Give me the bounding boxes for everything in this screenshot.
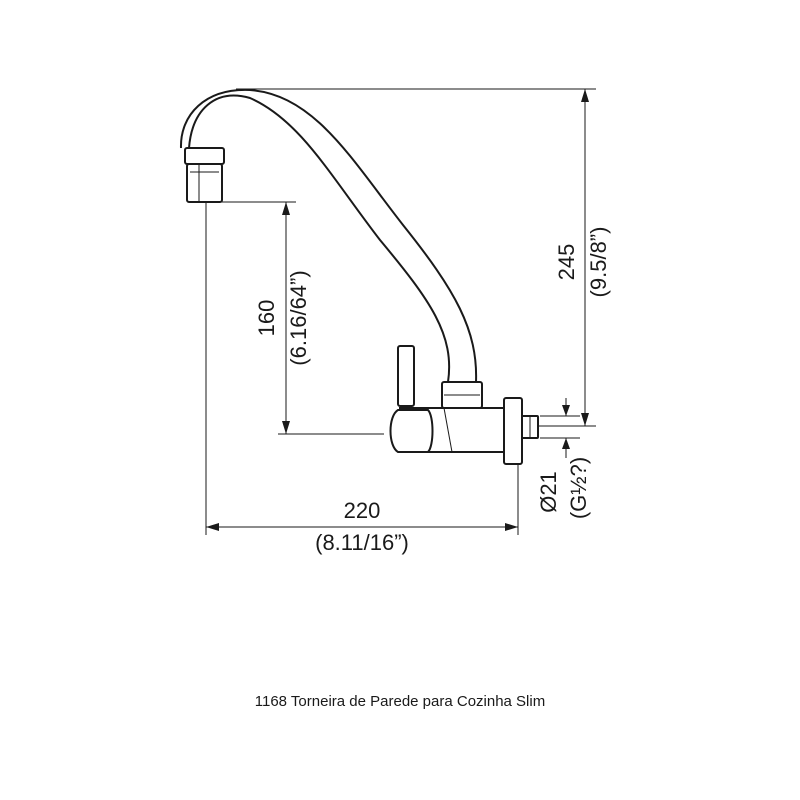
connection-diameter-value: Ø21 (536, 471, 561, 513)
spout-height-imperial: (6.16/64”) (286, 270, 311, 365)
faucet-body (179, 88, 539, 465)
connection-thread-imperial: (G½?) (566, 457, 591, 519)
handle-knob (389, 409, 434, 453)
total-height-imperial: (9.5/8”) (586, 227, 611, 298)
spout-inner-edge (179, 88, 478, 383)
total-height-value: 245 (554, 244, 579, 281)
width-dimension-imperial: (8.11/16”) (315, 530, 409, 555)
dimension-lines (206, 89, 589, 531)
product-caption: 1168 Torneira de Parede para Cozinha Sli… (254, 693, 546, 710)
dimension-labels: 220 (8.11/16”) 160 (6.16/64”) 245 (9.5/8… (254, 227, 611, 555)
spout-outer-edge (188, 94, 451, 383)
aerator-collar (184, 147, 225, 165)
wall-flange (503, 397, 523, 465)
width-dimension-value: 220 (344, 498, 381, 523)
aerator-nozzle (186, 163, 223, 203)
spout-height-value: 160 (254, 300, 279, 337)
handle-lever (397, 345, 415, 407)
